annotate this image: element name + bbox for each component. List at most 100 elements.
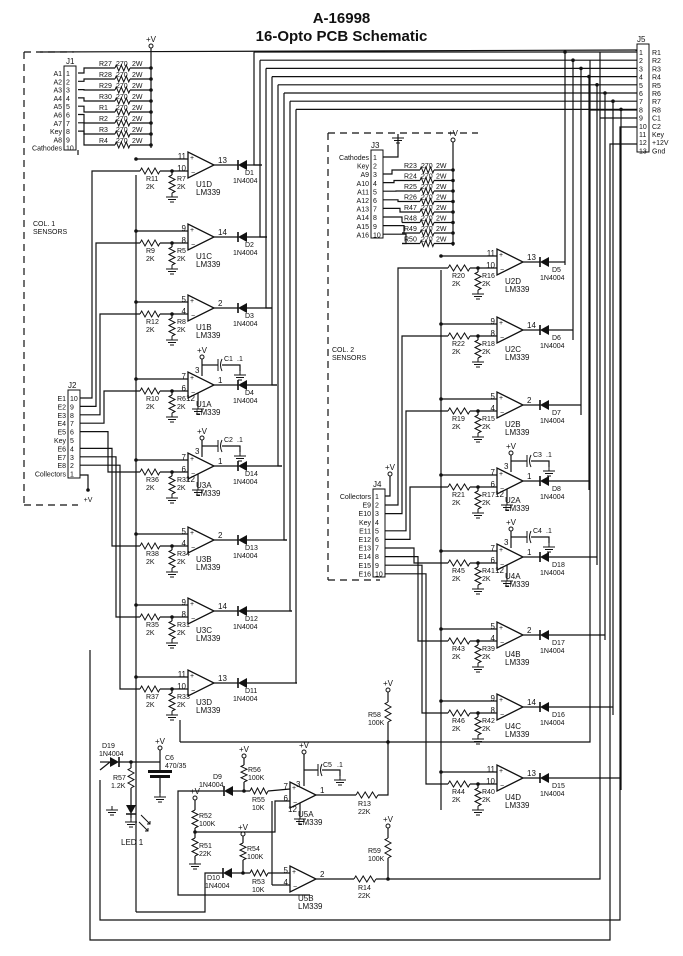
connector-pin-number: 1 (639, 50, 643, 57)
resistor-icon (419, 165, 435, 175)
resistor-ref: R41 (482, 568, 495, 575)
resistor-icon (139, 684, 161, 694)
resistor-icon (383, 837, 393, 859)
junction-dot (134, 458, 138, 462)
sensor-wire (385, 555, 448, 642)
pin-number: 3 (195, 447, 200, 456)
connector-pin-number: 8 (639, 107, 643, 114)
anode-wire (78, 97, 97, 102)
resistor-value: 100K (199, 821, 216, 828)
connector-pin-signal: Collectors (35, 472, 67, 479)
row-bus-drop (277, 84, 282, 467)
diode-part: 1N4004 (233, 696, 258, 703)
resistor-value: 2K (177, 184, 186, 191)
resistor-value: 2K (482, 281, 491, 288)
resistor-icon (473, 339, 483, 359)
sensor-group-label: COL. 1 (33, 221, 55, 228)
resistor-value: 2K (177, 559, 186, 566)
resistor-ref: R32 (177, 477, 190, 484)
pin-number: 12 (288, 805, 297, 814)
pin-number: 2 (527, 626, 532, 635)
junction-dot (149, 88, 153, 92)
pin-number: 4 (491, 634, 496, 643)
diode-icon (224, 786, 233, 796)
resistor-value: 2K (452, 424, 461, 431)
supply-label: +V (385, 463, 396, 472)
connector-pin-signal: A11 (357, 189, 369, 196)
resistor-ref: R40 (482, 789, 495, 796)
junction-dot (134, 157, 138, 161)
comparator-part: LM339 (196, 489, 221, 498)
connector-pin-number: 10 (375, 571, 383, 578)
diode-ref: D2 (245, 242, 254, 249)
minus-sign: − (191, 545, 195, 552)
connector-pin-number: 11 (639, 132, 646, 139)
connector-J4 (372, 488, 386, 578)
diode-ref: D16 (552, 712, 565, 719)
sensor-wire (385, 410, 448, 532)
pin-number: 13 (218, 156, 227, 165)
connector-pin-number: 7 (66, 121, 70, 128)
labels: J11A12A23A34A45A56A67A78Key9A810Cathodes… (32, 35, 669, 911)
connector-pin-number: 6 (70, 430, 74, 437)
resistor-ref: R24 (404, 174, 417, 181)
pin-number: 9 (491, 317, 496, 326)
resistor-ref: R14 (358, 885, 371, 892)
diode-part: 1N4004 (540, 275, 565, 282)
diode-ref: D13 (245, 545, 258, 552)
connector-pin-number: 2 (66, 79, 70, 86)
resistor-icon (473, 490, 483, 510)
resistor-ref: R53 (252, 879, 265, 886)
connector-pin-number: 4 (70, 446, 74, 453)
resistor-value: 2K (452, 726, 461, 733)
resistor-rating: 2W (132, 105, 143, 112)
c2-enable-wire (388, 52, 601, 880)
connector-pin-number: 3 (66, 88, 70, 95)
plus-sign: + (190, 227, 194, 234)
sensor-wire (385, 547, 448, 564)
supply-label: +V (239, 745, 250, 754)
resistor-value: 2K (177, 702, 186, 709)
connector-pin-signal: A2 (53, 79, 62, 86)
row-bus-drop (253, 52, 262, 166)
sensor-group-label: SENSORS (33, 229, 68, 236)
diode-part: 1N4004 (233, 178, 258, 185)
junction-dot (134, 675, 138, 679)
diode-part: 1N4004 (233, 553, 258, 560)
resistor-ref: R35 (146, 622, 159, 629)
connector-pin-number: 13 (639, 148, 647, 155)
resistor-value: 270 (116, 105, 128, 112)
plus-sign: + (499, 547, 503, 554)
anode-wire (383, 225, 405, 234)
connector-pin-signal: A15 (357, 224, 370, 231)
connector-pin-number: 1 (373, 155, 377, 162)
connector-pin-number: 6 (639, 91, 643, 98)
resistor-value: 2K (482, 500, 491, 507)
pin-number: 2 (218, 531, 223, 540)
resistor-rating: 2W (436, 195, 447, 202)
junction-dot (439, 473, 443, 477)
pin-number: 4 (182, 307, 187, 316)
plus-sign: + (499, 697, 503, 704)
diode-ref: D7 (552, 410, 561, 417)
minus-sign: − (500, 486, 504, 493)
plus-sign: + (292, 785, 296, 792)
connector-pin-number: 10 (373, 232, 381, 239)
resistor-ref: R48 (404, 216, 417, 223)
connector-pin-signal: Key (359, 520, 372, 527)
resistor-ref: R1 (99, 105, 108, 112)
diode-part: 1N4004 (540, 791, 565, 798)
resistor-ref: R20 (452, 273, 465, 280)
comparator-ref: U4D (505, 793, 521, 802)
anode-wire (78, 113, 97, 124)
comparator-ref: U1D (196, 180, 212, 189)
connector-pin-number: 10 (70, 396, 78, 403)
connector-pin-number: 8 (375, 554, 379, 561)
resistor-icon (447, 709, 471, 717)
resistor-icon (355, 791, 379, 799)
plus-sign: + (190, 456, 194, 463)
junction-dot (149, 99, 153, 103)
resistor-ref: R28 (99, 72, 112, 79)
capacitor-value: .1 (337, 762, 343, 769)
supply-label: +V (238, 823, 249, 832)
